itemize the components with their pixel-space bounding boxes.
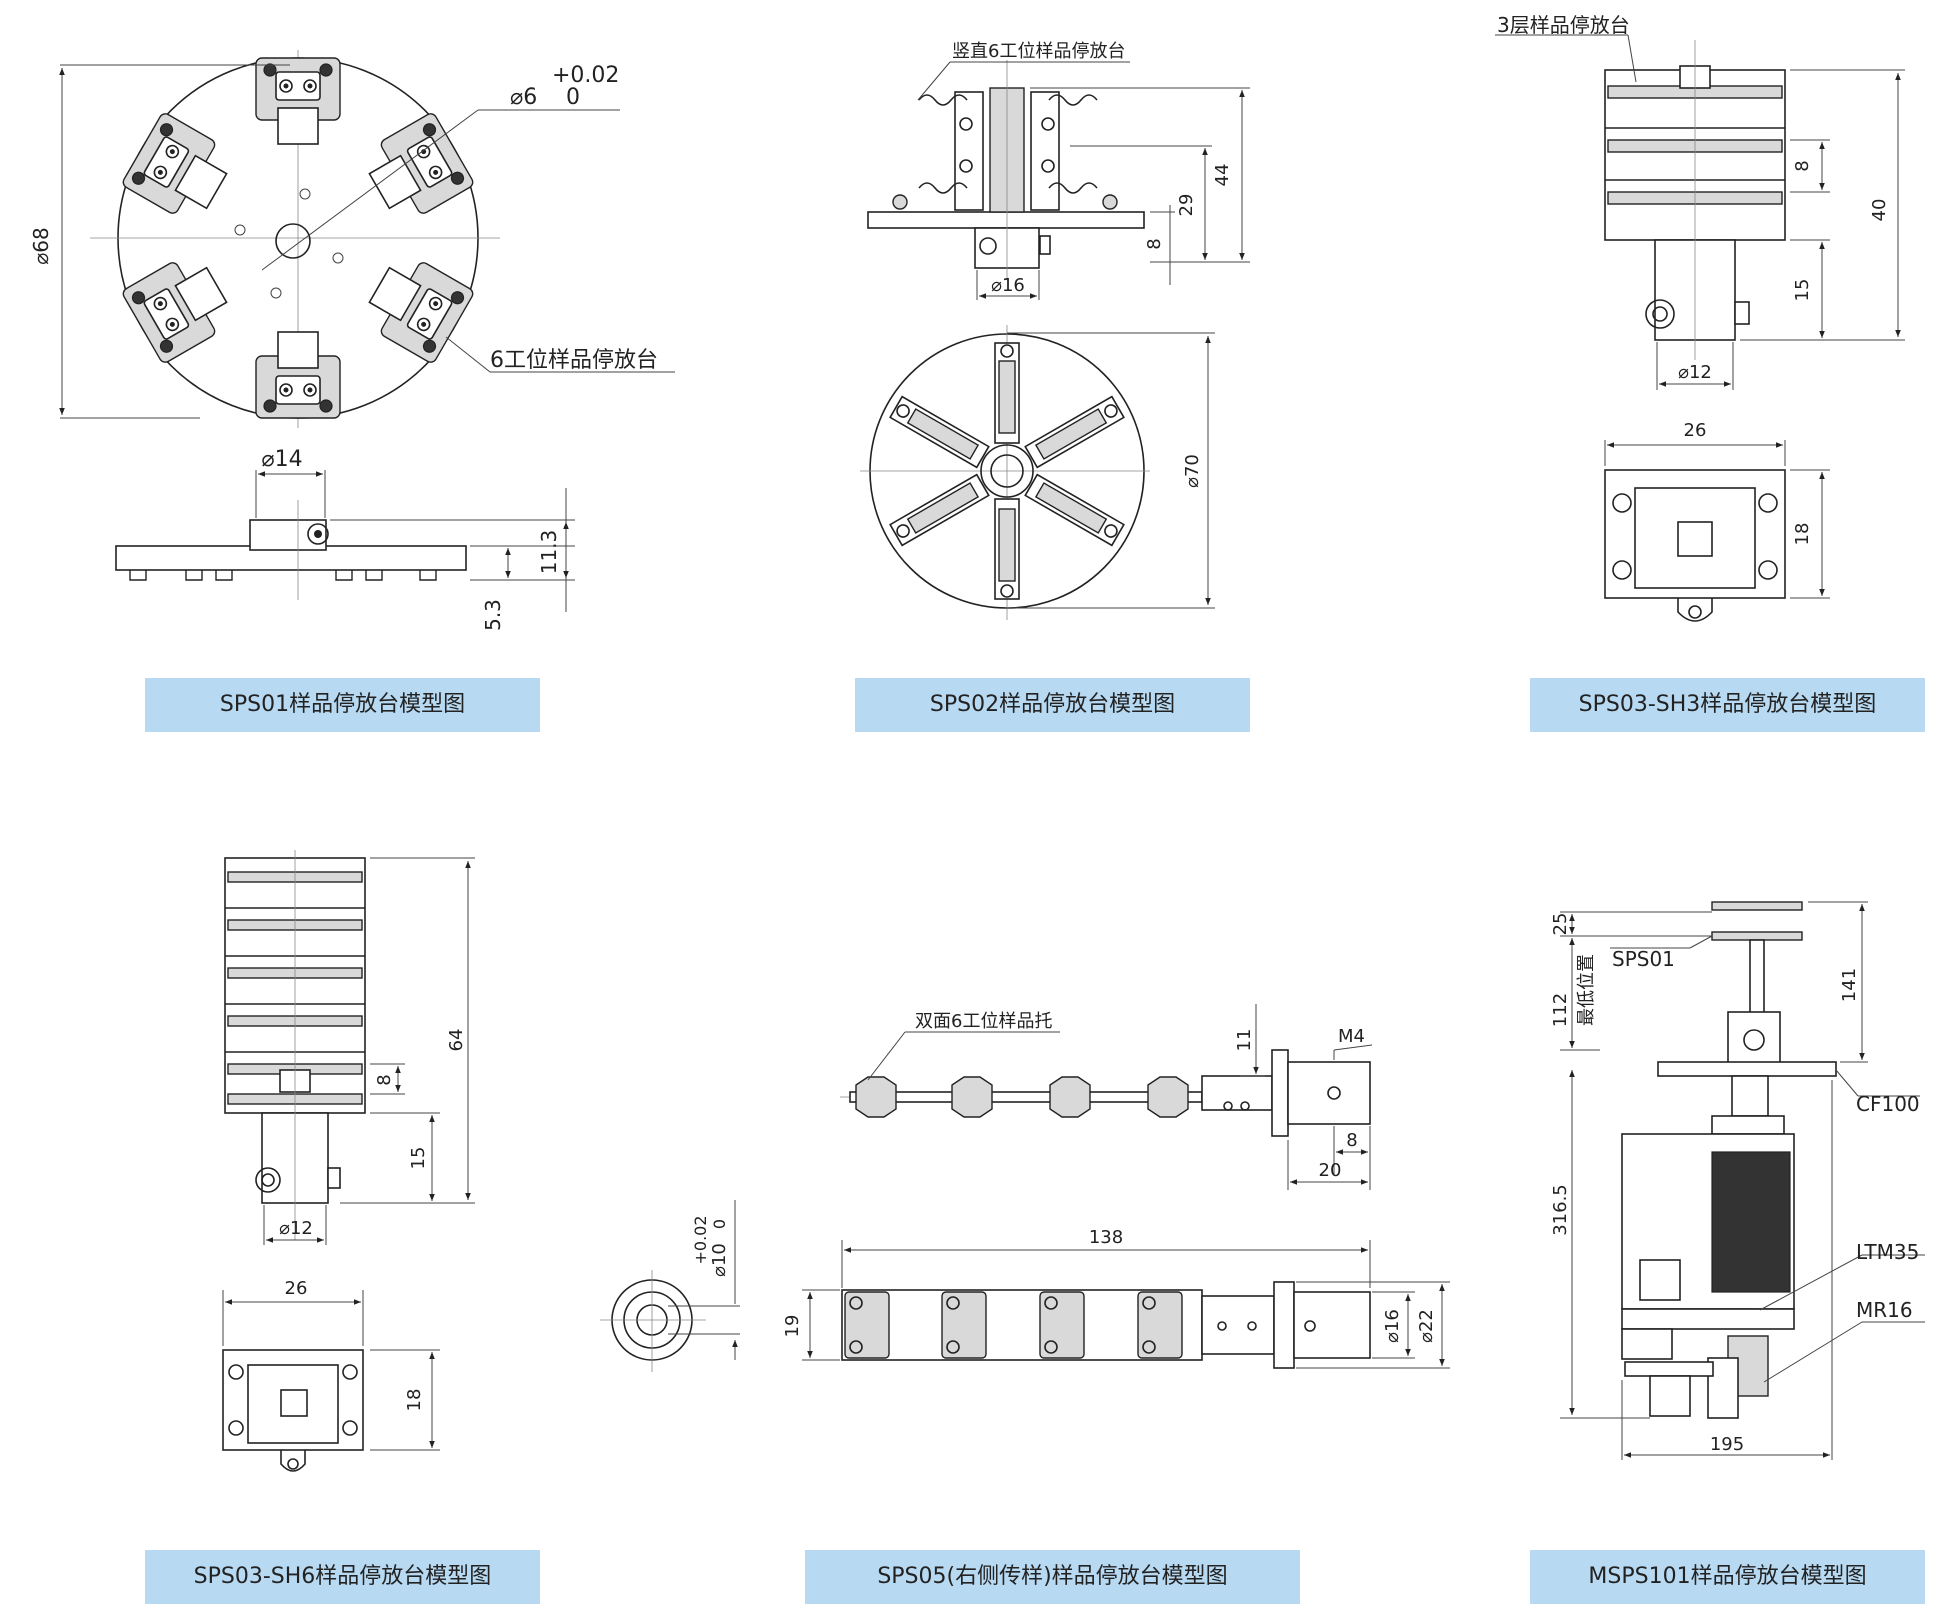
sps01-dim-d68: ⌀68: [29, 227, 53, 265]
msps101-dim-h316-5: 316.5: [1550, 1184, 1571, 1236]
sps02-dim-h29: 29: [1176, 194, 1197, 217]
sps02-dim-d70: ⌀70: [1182, 454, 1203, 488]
sps03-sh3-label: 3层样品停放台: [1497, 13, 1630, 37]
sps03-sh6-dim-h8: 8: [374, 1074, 395, 1085]
sps05-dim-h19: 19: [782, 1315, 803, 1338]
panel-sps03-sh3: 3层样品停放台 40 8 15 ⌀12 26 18: [1495, 13, 1905, 622]
sps05-dim-w138: 138: [1089, 1227, 1123, 1248]
msps101-label-sps01: SPS01: [1612, 947, 1675, 971]
sps01-label: 6工位样品停放台: [490, 348, 658, 373]
msps101-label-lowest: 最低位置: [1576, 954, 1597, 1026]
sps02-dim-d16: ⌀16: [991, 275, 1025, 296]
sps01-side-view: [115, 470, 575, 612]
sps03-sh3-dim-h8: 8: [1792, 160, 1813, 171]
panel-msps101: SPS01 CF100 LTM35 MR16 最低位置 25 112 141 3…: [1550, 901, 1925, 1460]
sps01-dim-tol-low: 0: [566, 85, 580, 110]
sps02-dim-h44: 44: [1212, 164, 1233, 187]
sps05-dim-h11: 11: [1234, 1029, 1255, 1052]
sps05-end-view: [600, 1200, 740, 1372]
sps05-dim-w8: 8: [1346, 1130, 1357, 1151]
sps03-sh3-dim-h18: 18: [1792, 523, 1813, 546]
msps101-dim-h112: 112: [1550, 993, 1571, 1027]
sps02-dim-h8: 8: [1144, 238, 1165, 249]
sps03-sh3-dim-w26: 26: [1684, 420, 1707, 441]
sps03-sh3-top-view: [1604, 440, 1830, 622]
sps05-dim-d10: ⌀10: [709, 1243, 730, 1277]
msps101-dim-w195: 195: [1710, 1434, 1744, 1455]
caption-sps02: SPS02样品停放台模型图: [855, 678, 1250, 732]
msps101-assembly: [1560, 901, 1925, 1460]
caption-sps05: SPS05(右侧传样)样品停放台模型图: [805, 1550, 1300, 1604]
sps03-sh6-dim-h15: 15: [408, 1147, 429, 1170]
sps02-top-view: [860, 325, 1215, 620]
sps05-dim-d22: ⌀22: [1416, 1309, 1437, 1343]
caption-sps03-sh6: SPS03-SH6样品停放台模型图: [145, 1550, 540, 1604]
sps05-dim-tol-low: 0: [710, 1219, 729, 1229]
sps01-top-view: [59, 50, 675, 428]
panel-sps03-sh6: 64 8 15 ⌀12 26 18: [222, 850, 475, 1472]
sps03-sh3-dim-h40: 40: [1869, 199, 1890, 222]
sps03-sh6-dim-d12: ⌀12: [279, 1218, 313, 1239]
sps03-sh3-dim-d12: ⌀12: [1678, 362, 1712, 383]
sps03-sh6-dim-h64: 64: [446, 1029, 467, 1052]
caption-msps101: MSPS101样品停放台模型图: [1530, 1550, 1925, 1604]
sps05-side-view: [840, 1004, 1373, 1190]
sps01-dim-tol-up: +0.02: [552, 63, 619, 88]
sps03-sh3-dim-h15: 15: [1792, 279, 1813, 302]
sps02-side-view: [867, 60, 1250, 300]
panel-sps05: 双面6工位样品托 11 M4 8 20 ⌀10 +0.02 0: [600, 1004, 1450, 1372]
sps05-dim-tol-up: +0.02: [691, 1215, 710, 1264]
sps02-label: 竖直6工位样品停放台: [952, 41, 1125, 62]
sps05-dim-w20: 20: [1319, 1160, 1342, 1181]
msps101-label-cf100: CF100: [1856, 1092, 1920, 1116]
sps03-sh6-dim-w26: 26: [285, 1278, 308, 1299]
sps01-dim-h5-3: 5.3: [481, 599, 505, 631]
sps01-dim-d14: ⌀14: [261, 447, 302, 472]
sps01-dim-h11-3: 11.3: [537, 530, 561, 575]
sps05-top-view: [802, 1240, 1450, 1369]
sps05-dim-m4: M4: [1338, 1026, 1365, 1047]
msps101-label-mr16: MR16: [1856, 1298, 1913, 1322]
sps03-sh6-side-view: [224, 850, 475, 1245]
sps01-dim-d6: ⌀6: [510, 85, 537, 110]
caption-sps03-sh3: SPS03-SH3样品停放台模型图: [1530, 678, 1925, 732]
sps03-sh3-side-view: [1495, 34, 1905, 390]
sps03-sh6-dim-h18: 18: [404, 1389, 425, 1412]
sps05-dim-d16: ⌀16: [1382, 1309, 1403, 1343]
sps05-label: 双面6工位样品托: [915, 1011, 1052, 1032]
msps101-label-ltm35: LTM35: [1856, 1240, 1919, 1264]
msps101-dim-h25: 25: [1550, 913, 1571, 936]
panel-sps01: ⌀68 ⌀6 +0.02 0 6工位样品停放台 ⌀14 11.3: [29, 50, 675, 631]
caption-sps01: SPS01样品停放台模型图: [145, 678, 540, 732]
msps101-dim-h141: 141: [1839, 968, 1860, 1002]
panel-sps02: 竖直6工位样品停放台 44 29 8 ⌀16 ⌀70: [860, 41, 1250, 620]
sps03-sh6-top-view: [222, 1290, 440, 1472]
